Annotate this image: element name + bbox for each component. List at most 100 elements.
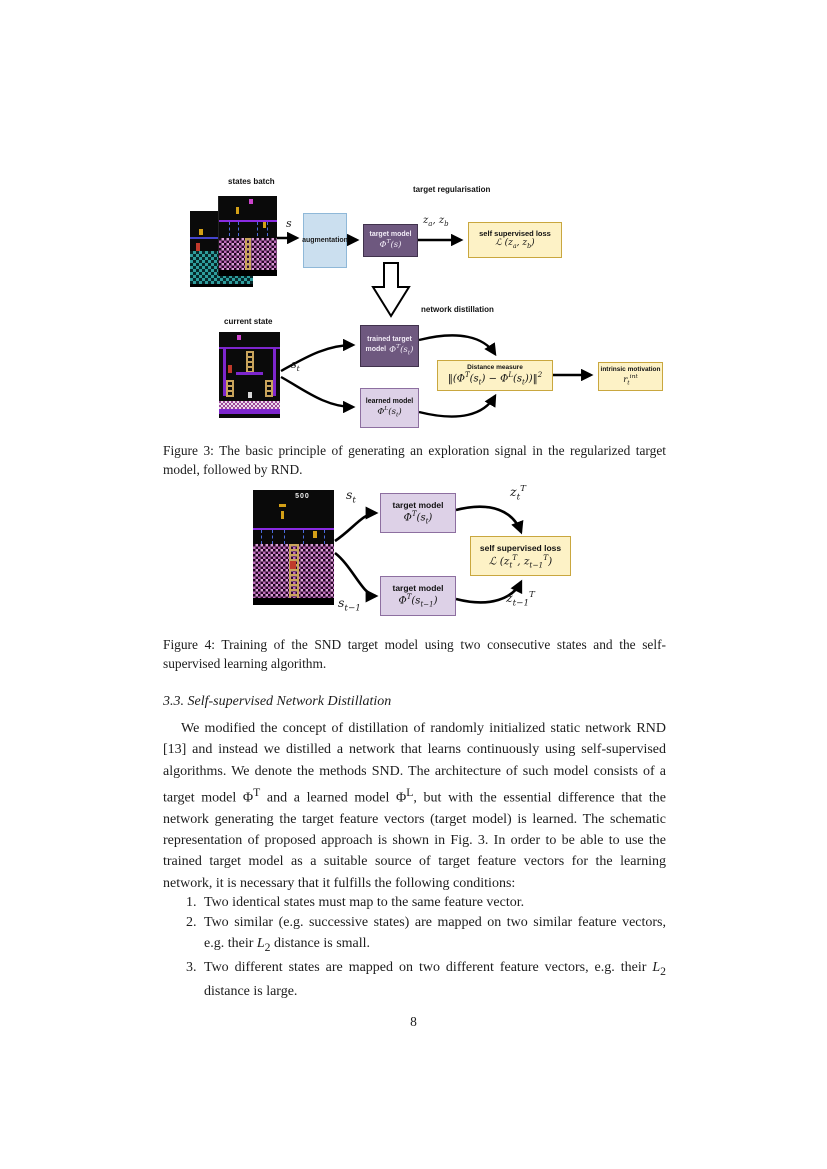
self-supervised-loss-box: self supervised loss ℒ (ztT, zt−1T): [470, 536, 571, 576]
trained-target-label: trained target: [367, 335, 412, 343]
sprite: [198, 229, 203, 236]
sprite: [312, 531, 317, 539]
body-paragraph: We modified the concept of distillation …: [163, 721, 667, 891]
dashed-pole: [257, 221, 259, 236]
list-item: 3. Two different states are mapped on tw…: [186, 958, 666, 1003]
platform-line: [219, 346, 280, 349]
network-distillation-label: network distillation: [421, 305, 494, 314]
target-model-label: target model: [369, 230, 412, 238]
trained-target-word: model: [365, 346, 387, 354]
st-label: st: [291, 358, 300, 374]
target-regularisation-label: target regularisation: [413, 185, 491, 194]
augmentation-box: augmentation: [302, 213, 348, 268]
game-screen-current: [219, 332, 280, 418]
list-number: 3.: [186, 960, 197, 976]
target-model-box-t1: target model ΦT(st−1): [380, 576, 456, 616]
platform-line: [253, 527, 334, 530]
screen-border: [219, 270, 277, 276]
figure-3-caption: Figure 3: The basic principle of generat…: [163, 443, 666, 477]
wall: [222, 348, 226, 397]
dashed-pole: [324, 530, 326, 545]
trained-target-formula: ΦT(st): [389, 342, 414, 357]
platform-line: [219, 220, 277, 222]
intrinsic-motivation-label: intrinsic motivation: [600, 366, 661, 374]
game-screen-state: 500: [253, 490, 334, 605]
ssl-label: self supervised loss: [479, 229, 551, 239]
screen-border: [190, 283, 253, 287]
self-supervised-loss-box: self supervised loss ℒ (za, zb): [468, 222, 562, 258]
fig4-flow-arrows: [334, 505, 524, 604]
skull-sprite: [248, 392, 253, 399]
screen-border: [253, 598, 334, 605]
target-model-box-t: target model ΦT(st): [380, 493, 456, 533]
floor-band: [219, 408, 280, 414]
ztT-label: ztT: [510, 484, 526, 503]
states-batch-label: states batch: [228, 177, 275, 186]
st1-input-label: st−1: [338, 595, 361, 614]
ssl-label: self supervised loss: [479, 542, 562, 553]
list-number: 2.: [186, 915, 197, 931]
distance-measure-box: Distance measure ‖(ΦT(st) − ΦL(st))‖2: [437, 360, 553, 391]
st-input-label: st: [346, 487, 356, 506]
dashed-pole: [237, 221, 239, 236]
sprite: [263, 222, 267, 229]
learned-model-box: learned model ΦL(st): [360, 388, 419, 428]
figure-3-diagram: states batch target regularisation netwo…: [163, 175, 668, 437]
zt1T-label: zt−1T: [506, 590, 535, 609]
figure-4-diagram: 500 st st−1 target model ΦT(st) target m…: [250, 483, 585, 625]
distance-measure-label: Distance measure: [467, 363, 523, 371]
platform: [236, 371, 263, 375]
learned-model-formula: ΦL(st): [377, 404, 402, 419]
dashed-pole: [303, 530, 305, 545]
dashed-pole: [272, 530, 274, 545]
list-text: Two similar (e.g. successive states) are…: [204, 915, 666, 954]
input-s-label: s: [286, 217, 292, 230]
ordered-list: 1. Two identical states must map to the …: [186, 893, 666, 1003]
player-sprite: [195, 242, 200, 251]
floor-checker: [219, 400, 280, 409]
current-state-label: current state: [224, 317, 273, 326]
dashed-pole: [229, 221, 231, 236]
game-screen-front: [218, 196, 277, 276]
intrinsic-motivation-formula: rtint: [623, 373, 638, 387]
zab-label: za, zb: [423, 215, 449, 228]
sprite: [236, 207, 240, 215]
learned-model-label: learned model: [365, 397, 414, 405]
sprite: [278, 503, 286, 507]
target-model-label: target model: [392, 582, 444, 593]
score-display: 500: [295, 493, 310, 501]
list-text: Two different states are mapped on two d…: [204, 960, 666, 1000]
list-text: Two identical states must map to the sam…: [204, 895, 525, 910]
target-model-formula: ΦT(s): [379, 237, 402, 250]
ladder: [264, 380, 273, 398]
distillation-big-arrow: [371, 262, 411, 318]
fig3-flow-arrows: [277, 231, 594, 418]
ssl-formula: ℒ (ztT, zt−1T): [488, 552, 553, 570]
intrinsic-motivation-box: intrinsic motivation rtint: [598, 362, 663, 391]
target-model-label: target model: [392, 499, 444, 510]
dashed-pole: [266, 221, 268, 236]
list-item: 1. Two identical states must map to the …: [186, 893, 666, 913]
distance-measure-formula: ‖(ΦT(st) − ΦL(st))‖2: [447, 370, 543, 387]
ladder: [226, 380, 235, 398]
target-model-formula: ΦT(st): [403, 509, 433, 526]
page-number: 8: [410, 1014, 417, 1029]
target-model-formula: ΦT(st−1): [398, 592, 438, 609]
ssl-formula: ℒ (za, zb): [495, 238, 535, 250]
player-sprite: [227, 364, 232, 373]
augmentation-label: augmentation: [302, 237, 348, 244]
figure-4-caption: Figure 4: Training of the SND target mod…: [163, 637, 666, 671]
ladder: [245, 350, 254, 372]
sprite: [280, 510, 284, 519]
ladder: [244, 237, 252, 271]
dashed-pole: [261, 530, 263, 545]
wall: [273, 348, 277, 397]
dashed-pole: [283, 530, 285, 545]
section-heading: 3.3. Self-supervised Network Distillatio…: [163, 694, 392, 709]
ladder: [288, 544, 300, 599]
list-number: 1.: [186, 895, 197, 910]
player-sprite: [290, 561, 297, 570]
target-model-box: target model ΦT(s): [363, 224, 418, 257]
